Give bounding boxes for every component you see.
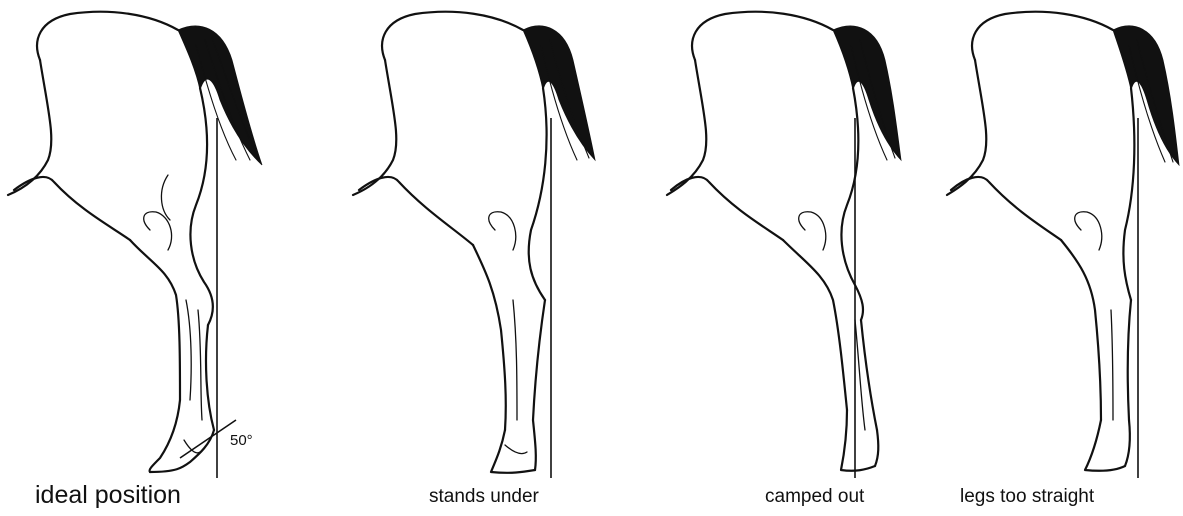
horse-hind-leg-stands-under-icon bbox=[345, 0, 605, 516]
horse-hind-leg-too-straight-icon bbox=[945, 0, 1183, 516]
caption-stands-under: stands under bbox=[429, 486, 539, 508]
panel-ideal-position: 50° ideal position bbox=[0, 0, 290, 516]
horse-hind-leg-camped-out-icon bbox=[665, 0, 925, 516]
panel-stands-under: stands under bbox=[345, 0, 605, 516]
caption-legs-too-straight: legs too straight bbox=[960, 486, 1094, 508]
panel-camped-out: camped out bbox=[665, 0, 925, 516]
caption-camped-out: camped out bbox=[765, 486, 864, 508]
caption-ideal-position: ideal position bbox=[35, 481, 181, 510]
angle-label: 50° bbox=[230, 432, 253, 449]
panel-legs-too-straight: legs too straight bbox=[945, 0, 1183, 516]
